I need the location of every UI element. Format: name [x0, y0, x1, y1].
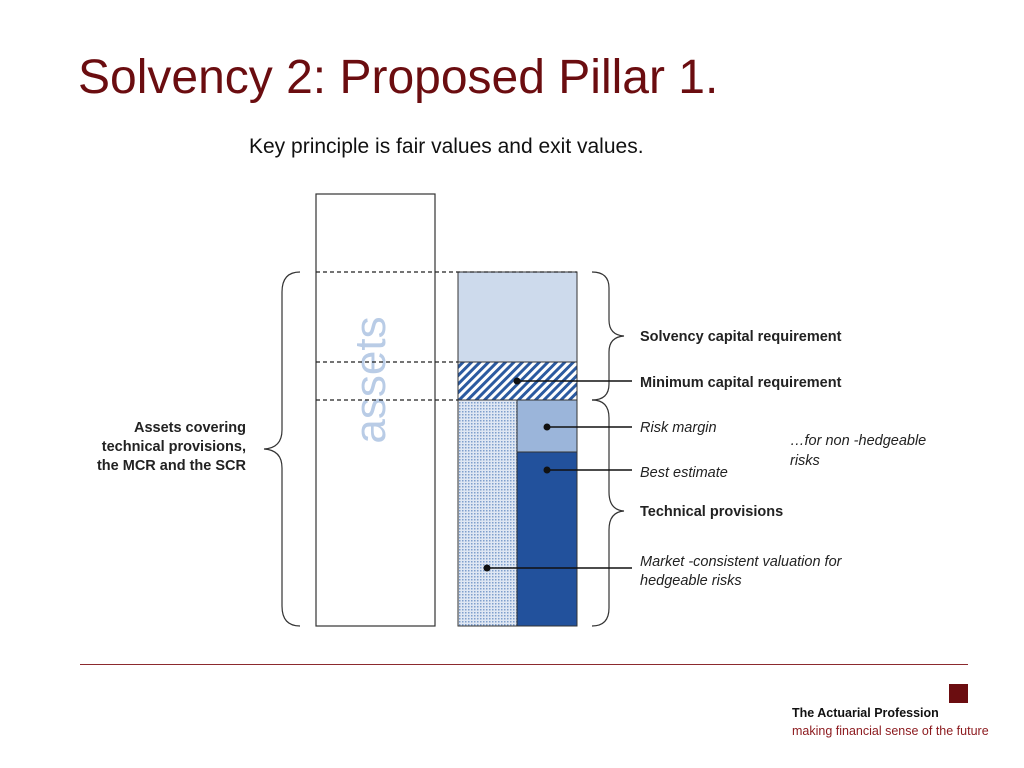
market-consistent-label-line-2: hedgeable risks — [640, 573, 742, 589]
mcr-label: Minimum capital requirement — [640, 375, 842, 391]
technical-provisions-brace — [591, 399, 625, 627]
mcr-dot — [513, 377, 521, 385]
scr-brace — [591, 271, 625, 401]
slide-title: Solvency 2: Proposed Pillar 1. — [78, 51, 719, 104]
left-brace-label-line-3: the MCR and the SCR — [97, 458, 247, 474]
non-hedgeable-label-line-1: …for non -hedgeable — [790, 433, 926, 449]
left-brace — [263, 271, 301, 627]
left-brace-label-line-2: technical provisions, — [102, 439, 246, 455]
non-hedgeable-label-line-2: risks — [790, 453, 820, 469]
risk-margin-label: Risk margin — [640, 420, 717, 436]
risk-margin-dot — [543, 423, 551, 431]
org-name: The Actuarial Profession — [792, 706, 939, 720]
org-tagline: making financial sense of the future — [792, 724, 989, 738]
hedgeable-dot — [483, 564, 491, 572]
scr-label: Solvency capital requirement — [640, 329, 842, 345]
hedgeable-block — [457, 399, 518, 627]
logo-square-icon — [949, 684, 968, 703]
assets-column-text: assets — [346, 316, 395, 443]
technical-provisions-label: Technical provisions — [640, 504, 783, 520]
scr-block — [457, 271, 578, 363]
best-estimate-dot — [543, 466, 551, 474]
best-estimate-label: Best estimate — [640, 465, 728, 481]
market-consistent-label-line-1: Market -consistent valuation for — [640, 554, 843, 570]
footer-divider — [80, 664, 968, 665]
left-brace-label-line-1: Assets covering — [134, 420, 246, 436]
best-estimate-block — [516, 451, 578, 627]
slide-subtitle: Key principle is fair values and exit va… — [249, 135, 644, 158]
assets-column — [315, 193, 436, 627]
